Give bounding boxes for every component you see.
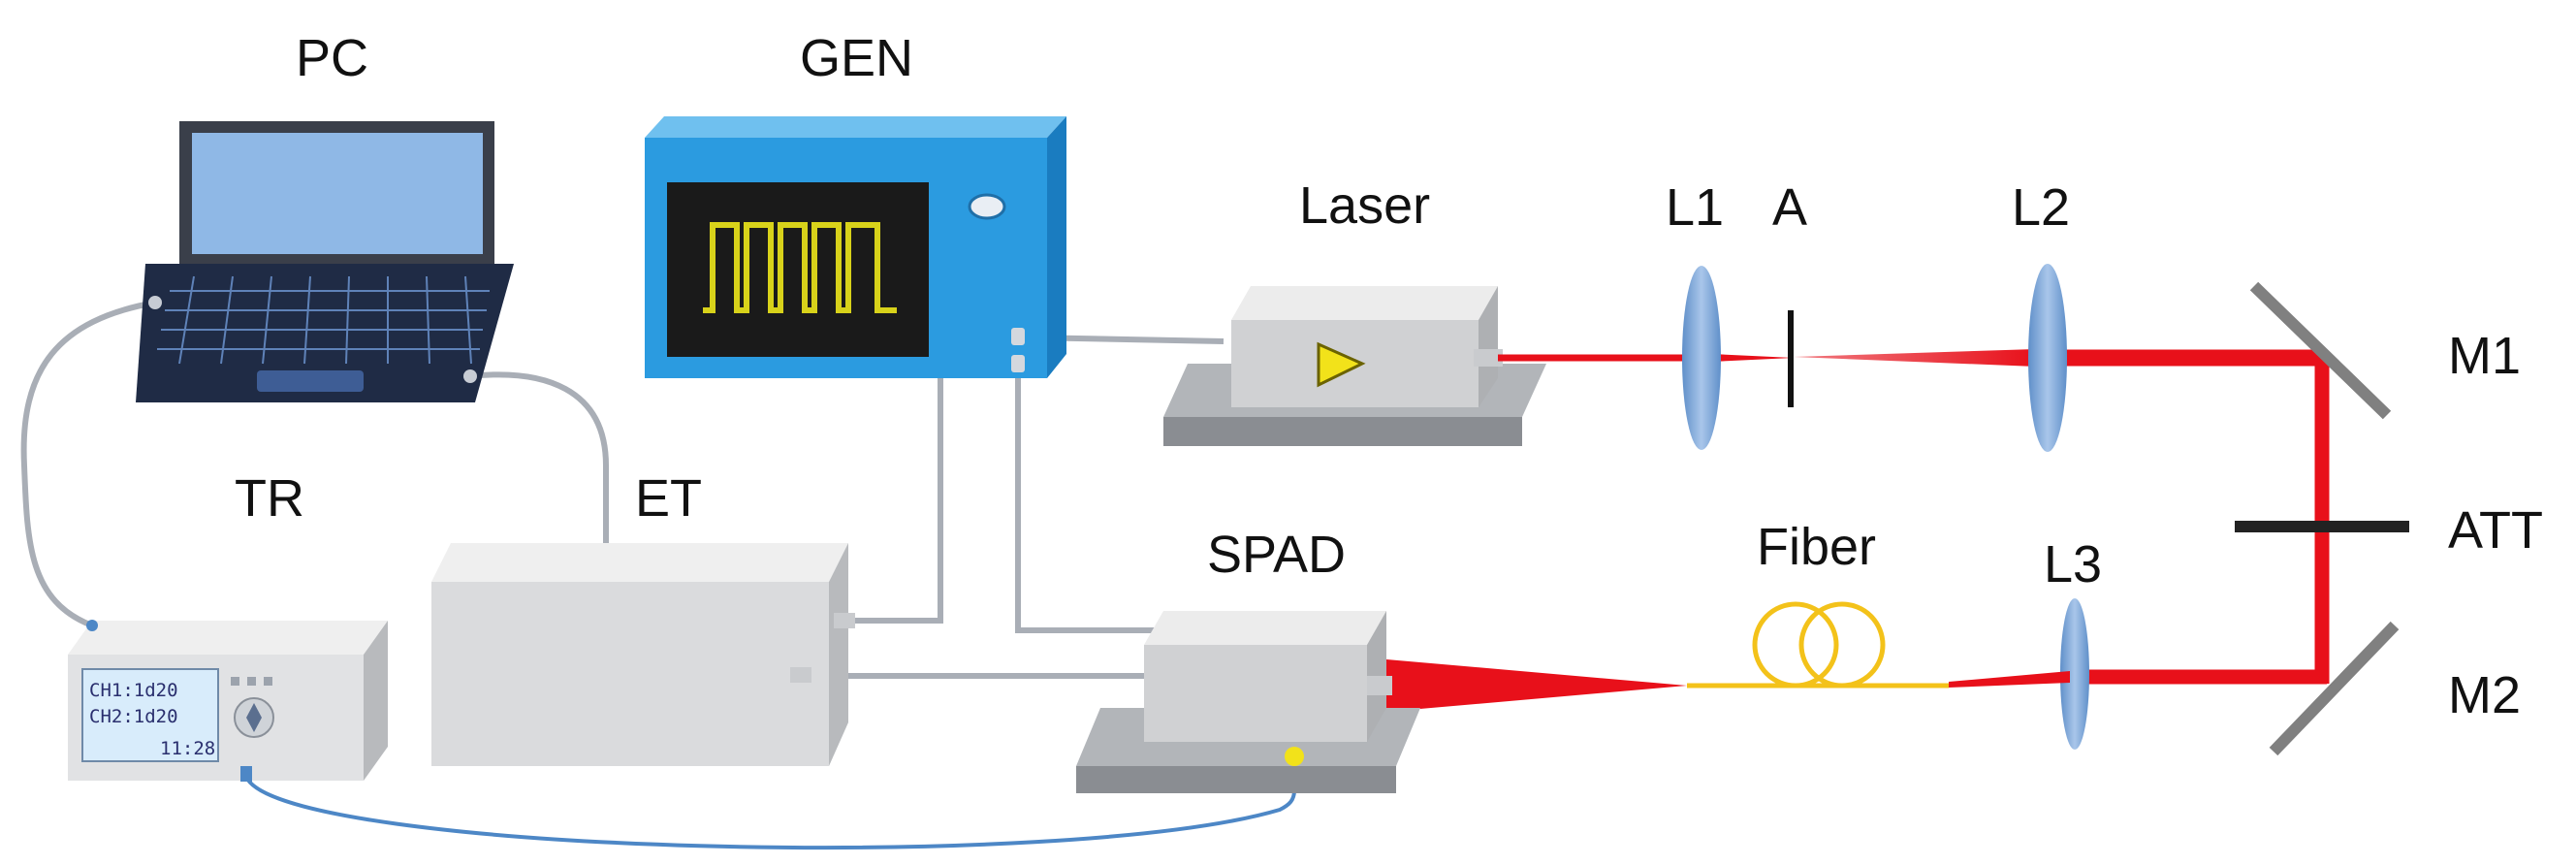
cable-pc-to-tr: [20, 300, 156, 628]
spad-input-port: [1367, 676, 1392, 695]
generator-side: [1047, 116, 1066, 378]
tr-screen-line3: 11:28: [160, 738, 215, 759]
beam-upper: [1498, 349, 2330, 685]
laptop-port-right: [463, 369, 477, 383]
laser-warning-icon: [1317, 341, 1366, 388]
cable-pc-to-et: [469, 371, 609, 543]
cable-tr-to-spad: [245, 777, 1296, 850]
beam-l3-to-fiber: [1949, 671, 2070, 688]
et-front: [431, 582, 829, 766]
spad-base-front: [1076, 766, 1396, 793]
cable-gen-to-spad: [1015, 364, 1183, 633]
label-spad: SPAD: [1207, 526, 1346, 584]
mirror-m1: [2249, 281, 2392, 420]
label-m2: M2: [2448, 666, 2521, 724]
label-tr: TR: [235, 469, 304, 528]
label-m1: M1: [2448, 327, 2521, 385]
lens-l2: [2028, 264, 2067, 452]
label-l3: L3: [2044, 535, 2102, 593]
signal-generator: [645, 116, 1066, 378]
laptop-keyboard-grid: [157, 275, 490, 365]
tr-buttons: [231, 677, 272, 686]
lens-l1: [1682, 266, 1721, 450]
et-top: [431, 543, 848, 582]
tr-port: [240, 766, 252, 782]
laptop-screen: [192, 133, 483, 254]
tr-top: [68, 621, 388, 655]
label-et: ET: [635, 469, 702, 528]
et-side: [829, 543, 848, 766]
laptop-pc: [136, 121, 514, 402]
tr-screen-line2: CH2:1d20: [89, 706, 178, 727]
tr-screen-line1: CH1:1d20: [89, 680, 178, 701]
label-l2: L2: [2012, 178, 2070, 237]
tr-port-pc: [86, 620, 98, 631]
spad-box-top: [1144, 611, 1386, 645]
label-laser: Laser: [1299, 176, 1430, 235]
tr-dpad-arrows: [246, 703, 262, 732]
lens-l3: [2060, 598, 2089, 750]
et-port-1: [834, 613, 855, 628]
label-a: A: [1772, 178, 1807, 237]
label-fiber: Fiber: [1757, 518, 1876, 576]
laser-box-side: [1479, 286, 1498, 407]
label-gen: GEN: [800, 29, 913, 87]
label-l1: L1: [1666, 178, 1724, 237]
laser-output-port: [1474, 349, 1503, 367]
spad-connector: [1285, 747, 1304, 766]
spad-box-front: [1144, 645, 1367, 742]
generator-output-1: [1011, 328, 1025, 345]
beam-fiber-to-spad: [1386, 659, 1687, 712]
laser-box-top: [1231, 286, 1498, 320]
generator-top: [645, 116, 1066, 138]
generator-output-2: [1011, 355, 1025, 372]
label-att: ATT: [2448, 501, 2543, 560]
tr-side: [364, 621, 388, 781]
fiber-coil: [1687, 601, 1949, 689]
generator-screen: [667, 182, 929, 357]
generator-knob: [968, 193, 1006, 220]
laptop-port-left: [148, 296, 162, 309]
square-wave-signal: [703, 222, 897, 313]
laser-base-front: [1163, 417, 1522, 446]
et-port-2: [790, 667, 811, 683]
tr-screen: [81, 668, 219, 762]
laser-source: [1163, 286, 1546, 446]
spad-detector: [1076, 611, 1420, 793]
tr-unit: CH1:1d20 CH2:1d20 11:28: [68, 620, 388, 782]
mirror-m2: [2269, 621, 2400, 756]
label-pc: PC: [296, 29, 368, 87]
laptop-touchpad: [257, 370, 364, 392]
et-unit: [431, 543, 855, 766]
beam-a-to-l2: [1794, 349, 2036, 367]
